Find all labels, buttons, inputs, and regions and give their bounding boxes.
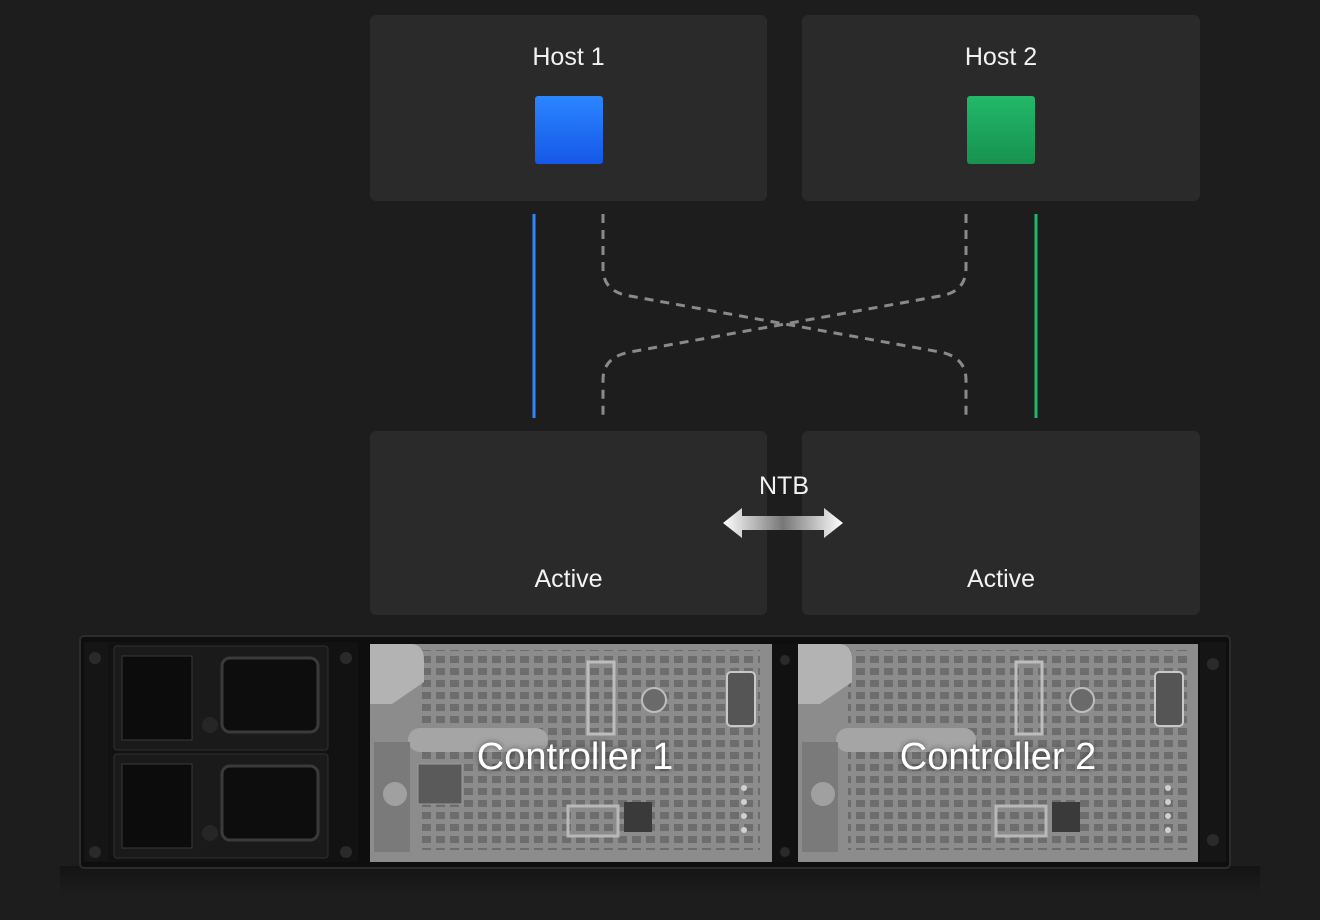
controller-2-label: Controller 2 [899, 736, 1097, 778]
host-1-label: Host 1 [532, 43, 605, 71]
ntb-label: NTB [759, 472, 809, 500]
host-1-indicator [535, 96, 603, 164]
host-2-label: Host 2 [964, 43, 1038, 71]
controller-2-state: Active [966, 565, 1036, 593]
storage-chassis [60, 635, 1260, 896]
controller-1-label: Controller 1 [476, 736, 674, 778]
dashed-link-host1-controller2 [601, 214, 968, 418]
host-2-panel: Host 2 [802, 15, 1200, 201]
host-2-indicator [967, 96, 1035, 164]
controller-1-status-panel: Active [370, 431, 767, 615]
controller-2-status-panel: Active [802, 431, 1200, 615]
ntb-double-arrow-icon [723, 508, 843, 538]
host-1-panel: Host 1 [370, 15, 767, 201]
controller-1-state: Active [534, 565, 603, 593]
dashed-link-host2-controller1 [601, 214, 968, 418]
